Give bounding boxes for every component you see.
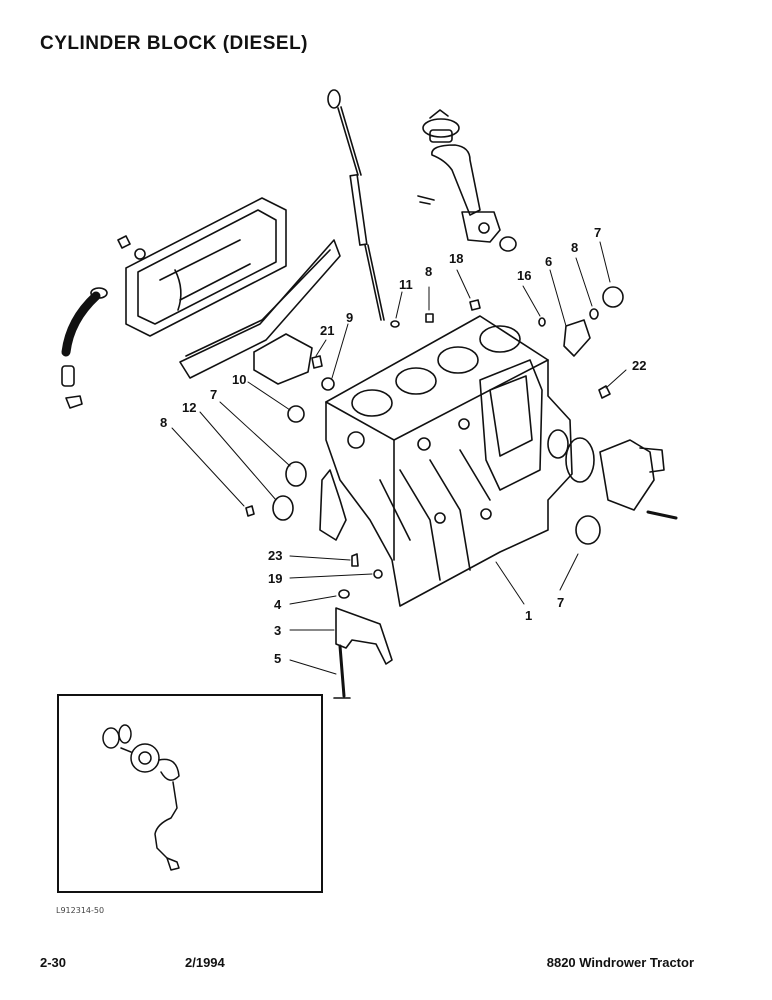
callout-7: 7 xyxy=(557,595,564,610)
callout-7: 7 xyxy=(210,387,217,402)
callout-7: 7 xyxy=(594,225,601,240)
oil-filler-tube xyxy=(417,109,517,252)
callout-23: 23 xyxy=(268,548,282,563)
publication-date: 2/1994 xyxy=(185,955,225,970)
small-fittings xyxy=(61,235,146,409)
callout-3: 3 xyxy=(274,623,281,638)
callout-8: 8 xyxy=(425,264,432,279)
callout-19: 19 xyxy=(268,571,282,586)
callout-21: 21 xyxy=(320,323,334,338)
breather-plate xyxy=(253,333,313,385)
figure-id: L912314-50 xyxy=(56,906,105,915)
callout-22: 22 xyxy=(632,358,646,373)
callout-1: 1 xyxy=(525,608,532,623)
callout-4: 4 xyxy=(274,597,282,612)
inset-detail-box xyxy=(57,694,323,893)
callout-6: 6 xyxy=(545,254,552,269)
side-cover xyxy=(125,197,341,379)
callout-12: 12 xyxy=(182,400,196,415)
plugs xyxy=(245,286,624,521)
callout-8: 8 xyxy=(571,240,578,255)
callout-5: 5 xyxy=(274,651,281,666)
thermostat-housing xyxy=(565,437,678,545)
model-name: 8820 Windrower Tractor xyxy=(546,955,694,970)
page-number: 2-30 xyxy=(40,955,67,970)
cylinder-block xyxy=(319,315,573,607)
callout-16: 16 xyxy=(517,268,531,283)
callout-9: 9 xyxy=(346,310,353,325)
main-bearing-cap xyxy=(333,553,393,699)
block-heater-drawing xyxy=(102,724,180,871)
callout-11: 11 xyxy=(399,277,413,292)
callout-10: 10 xyxy=(232,372,246,387)
page-title: CYLINDER BLOCK (DIESEL) xyxy=(40,33,308,54)
dipstick xyxy=(327,89,385,321)
callout-18: 18 xyxy=(449,251,463,266)
callout-8: 8 xyxy=(160,415,167,430)
